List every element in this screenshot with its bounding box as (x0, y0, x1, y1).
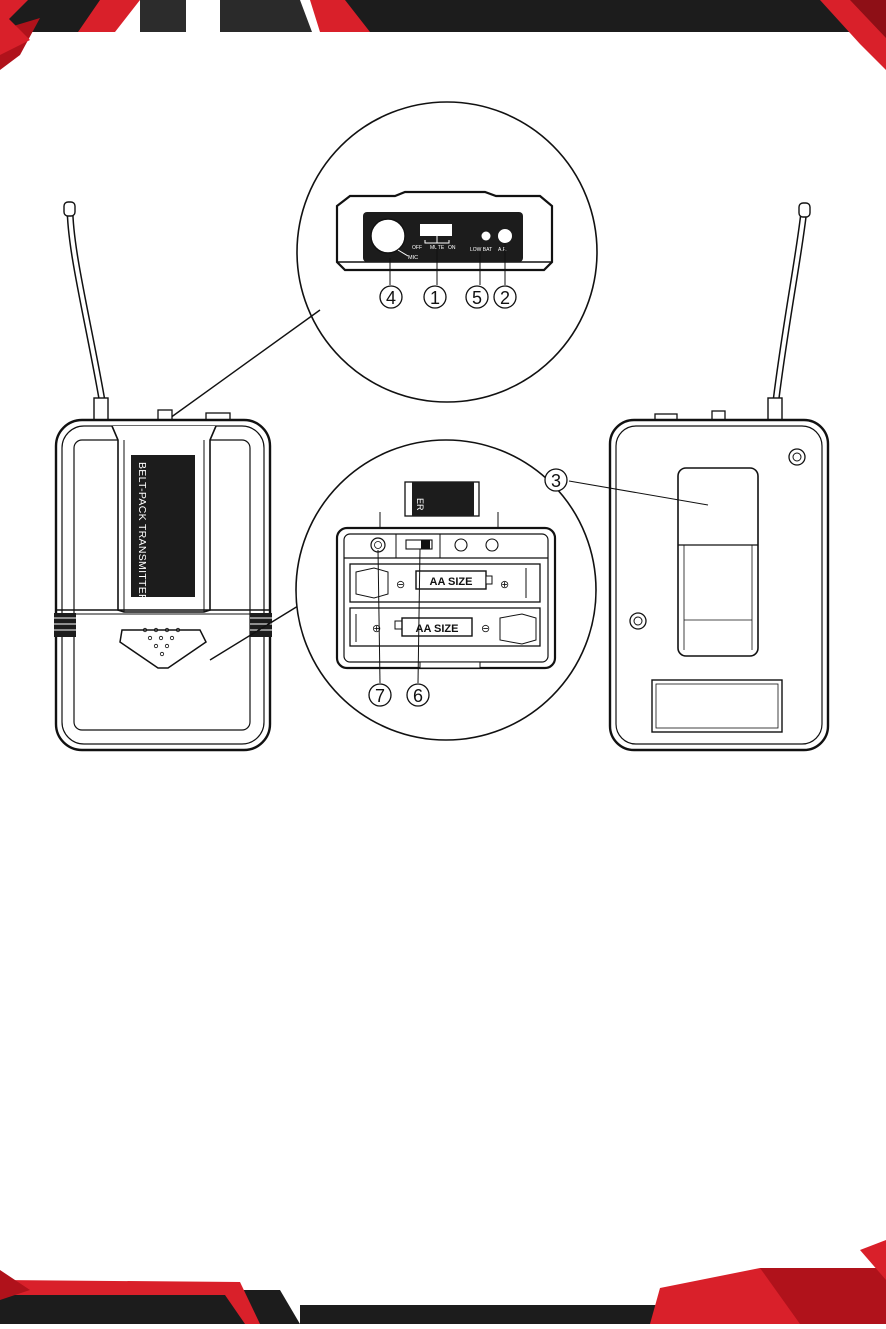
callout-2: 2 (500, 288, 510, 308)
front-label: BELT-PACK TRANSMITTER (136, 462, 148, 602)
plus-icon: ⊕ (500, 579, 509, 591)
gain-trim-icon (371, 538, 385, 552)
screw-icon (789, 449, 805, 465)
partial-label: ER (415, 498, 425, 511)
plus-icon-lower: ⊕ (372, 623, 381, 635)
battery-upper-label: AA SIZE (430, 576, 473, 588)
mic-label: MIC (408, 255, 418, 261)
top-decorative-band (0, 0, 886, 70)
mic-jack-icon (371, 219, 405, 253)
callout-7: 7 (375, 686, 385, 706)
zoom-circle-top-panel: MIC OFF MUTE ON LOW BAT A.F. 4 1 5 2 (170, 102, 597, 418)
bottom-decorative-band (0, 1240, 886, 1324)
screw-icon (630, 613, 646, 629)
transmitter-front-view: BELT-PACK TRANSMITTER (54, 202, 298, 750)
callout-3: 3 (551, 471, 561, 491)
minus-icon: ⊖ (396, 579, 405, 591)
low-bat-label: LOW BAT (470, 247, 492, 253)
switch-off-label: OFF (412, 245, 422, 251)
callout-6: 6 (413, 686, 423, 706)
af-knob-icon (498, 229, 512, 243)
switch-on-label: ON (448, 245, 456, 251)
low-bat-led-icon (482, 232, 491, 241)
power-switch-icon (420, 224, 452, 236)
minus-icon-lower: ⊖ (481, 623, 490, 635)
callout-4: 4 (386, 288, 396, 308)
callout-5: 5 (472, 288, 482, 308)
callout-1: 1 (430, 288, 440, 308)
battery-lower-label: AA SIZE (416, 623, 459, 635)
